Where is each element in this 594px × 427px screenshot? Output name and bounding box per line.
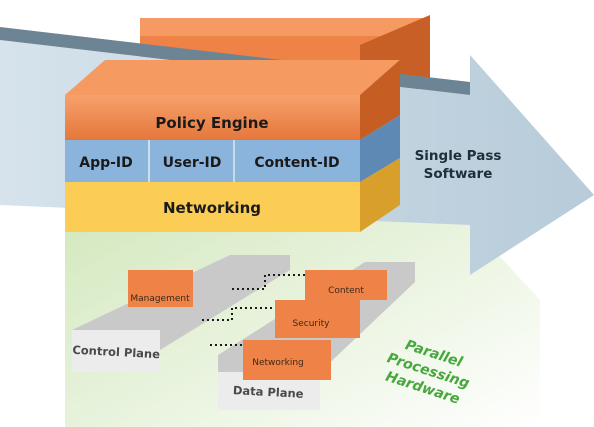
networking-box-label: Networking: [252, 358, 304, 368]
networking-layer-side: [360, 158, 400, 232]
networking-layer-label: Networking: [163, 199, 261, 217]
hardware-volume: [65, 170, 540, 427]
networking-box: [243, 340, 331, 380]
control-plane-label: Control Plane: [72, 343, 160, 362]
connector-security: [202, 307, 275, 321]
content-id-label: Content-ID: [254, 155, 339, 171]
app-id-label: App-ID: [79, 155, 133, 171]
user-id-label: User-ID: [163, 155, 222, 171]
management-box: [128, 270, 193, 307]
data-plane-front: [218, 372, 320, 410]
policy-engine-layer: [65, 95, 360, 140]
policy-engine-label: Policy Engine: [155, 114, 268, 132]
arrow-label-line2: Software: [424, 166, 493, 182]
control-plane-front: [72, 330, 160, 372]
networking-layer: [65, 182, 360, 232]
arrow-label-line1: Single Pass: [415, 148, 502, 164]
content-box: [305, 270, 387, 300]
data-plane-label: Data Plane: [233, 383, 305, 401]
security-label: Security: [293, 319, 331, 329]
policy-engine-side: [360, 60, 400, 140]
id-layer-side: [360, 115, 400, 182]
app-id-block: [65, 140, 148, 182]
policy-engine-top: [65, 60, 400, 95]
back-block-highlight: [140, 18, 430, 36]
content-id-block: [235, 140, 360, 182]
user-id-block: [150, 140, 233, 182]
content-label: Content: [328, 286, 364, 296]
management-label: Management: [130, 294, 190, 304]
connector-content: [232, 274, 305, 290]
security-box: [275, 300, 360, 338]
